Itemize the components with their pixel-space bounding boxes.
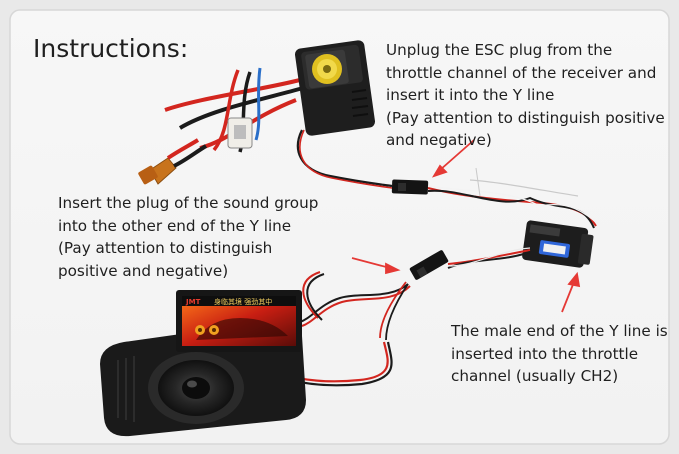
step-esc-line: and negative) xyxy=(386,131,492,149)
step-esc-line: insert it into the Y line xyxy=(386,86,555,104)
step-esc-line: Unplug the ESC plug from the xyxy=(386,41,613,59)
step-esc-line: (Pay attention to distinguish positive xyxy=(386,108,665,127)
y-line-connector-esc xyxy=(391,179,429,195)
step-sound-line: Insert the plug of the sound group xyxy=(58,194,319,212)
step-esc-text: Unplug the ESC plug from the throttle ch… xyxy=(386,39,665,152)
sound-module-slogan: 身临其境 强劲其中 xyxy=(214,297,272,306)
antenna-wire xyxy=(469,179,579,197)
receiver xyxy=(522,220,594,268)
arrow-sound-plug-head xyxy=(385,262,401,275)
arrow-sound-plug xyxy=(351,257,391,269)
arrow-receiver-head xyxy=(567,271,581,288)
step-male-line: inserted into the throttle xyxy=(451,344,639,363)
step-esc-line: throttle channel of the receiver and xyxy=(386,63,657,82)
step-male-line: The male end of the Y line is xyxy=(451,322,668,340)
esc-unit xyxy=(294,40,376,136)
step-male-line: channel (usually CH2) xyxy=(451,367,619,385)
step-sound-line: into the other end of the Y line xyxy=(58,216,292,235)
esc-signal-wire xyxy=(296,129,393,189)
step-sound-line: positive and negative) xyxy=(58,261,229,280)
speaker xyxy=(100,319,306,437)
sound-module-wire xyxy=(299,281,411,341)
antenna-tip xyxy=(475,167,481,197)
arrows xyxy=(351,139,581,313)
step-sound-line: (Pay attention to distinguish xyxy=(58,239,273,257)
t-plug-connector xyxy=(138,138,208,185)
sound-module: JMT 身临其境 强劲其中 xyxy=(176,290,302,352)
esc-switch xyxy=(227,117,253,149)
receiver-to-y-wire xyxy=(447,247,531,269)
step-sound-text: Insert the plug of the sound group into … xyxy=(58,192,318,282)
arrow-receiver xyxy=(561,281,575,313)
sound-module-brand: JMT xyxy=(185,298,201,306)
y-line-twisted-wire xyxy=(427,185,599,229)
y-line-connector-sound xyxy=(409,250,449,280)
step-male-end-text: The male end of the Y line is inserted i… xyxy=(451,320,668,388)
arrow-esc-plug-head xyxy=(431,164,448,178)
arrow-esc-plug xyxy=(439,139,475,171)
page-title: Instructions: xyxy=(33,34,189,63)
